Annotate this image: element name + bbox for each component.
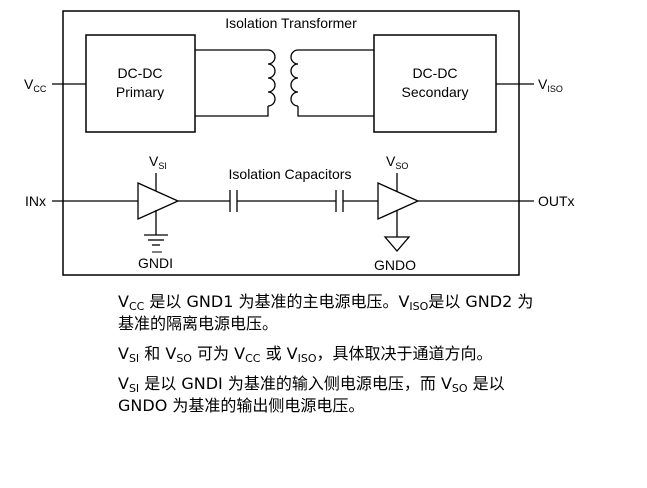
note-channel-direction: VSI 和 VSO 可为 VCC 或 VISO，具体取决于通道方向。 <box>118 344 493 365</box>
gndi-ground-icon <box>144 210 168 246</box>
gndi-label: GNDI <box>138 255 173 271</box>
primary-block-label-line1: DC-DC <box>117 65 162 81</box>
gndo-label: GNDO <box>374 257 416 273</box>
inx-pin-label: INx <box>25 193 46 209</box>
outx-pin-label: OUTx <box>538 193 575 209</box>
device-outline <box>62 10 520 276</box>
gndo-ground-icon <box>383 210 411 252</box>
input-buffer-icon <box>137 181 180 221</box>
transformer-title: Isolation Transformer <box>225 15 357 31</box>
primary-block-label-line2: Primary <box>116 84 164 100</box>
vso-pin-label: VSO <box>386 153 408 171</box>
note-side-supplies: VSI 是以 GNDI 为基准的输入侧电源电压，而 VSO 是以 GNDO 为基… <box>118 374 505 415</box>
isolation-capacitors-label: Isolation Capacitors <box>229 166 352 182</box>
isolation-capacitors-icon <box>178 190 378 212</box>
transformer-coils-icon <box>195 49 374 117</box>
viso-pin-label: VISO <box>538 76 563 94</box>
note-supply-voltages: VCC 是以 GND1 为基准的主电源电压。VISO是以 GND2 为基准的隔离… <box>118 292 534 333</box>
secondary-block-label-line2: Secondary <box>402 84 469 100</box>
vcc-pin-label: VCC <box>24 76 47 94</box>
pin-description-notes: VCC 是以 GND1 为基准的主电源电压。VISO是以 GND2 为基准的隔离… <box>118 291 538 425</box>
secondary-block-label-line1: DC-DC <box>412 65 457 81</box>
isolator-block-diagram: Isolation Transformer DC-DC Primary DC-D… <box>24 10 575 276</box>
output-buffer-icon <box>377 181 420 221</box>
vsi-pin-label: VSI <box>149 153 167 171</box>
